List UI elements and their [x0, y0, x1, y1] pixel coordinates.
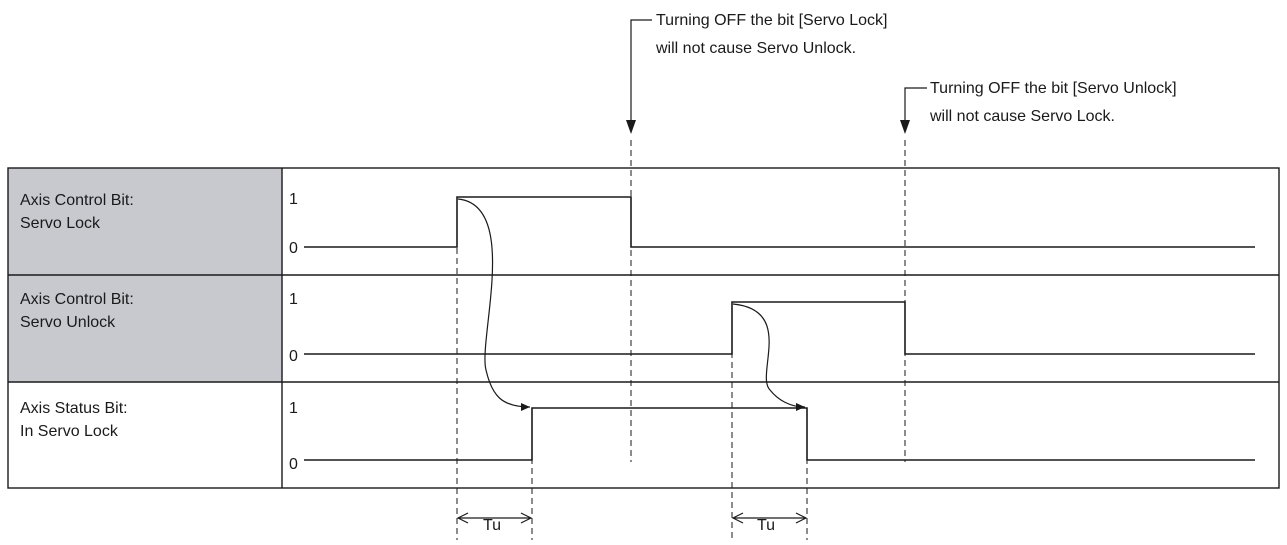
- note-servo-lock-off: Turning OFF the bit [Servo Lock] will no…: [626, 12, 888, 134]
- level-low-label: 0: [289, 456, 298, 473]
- row-label-cell: [8, 382, 282, 488]
- reference-lines: [456, 140, 906, 540]
- note-line-1: Turning OFF the bit [Servo Unlock]: [930, 80, 1177, 97]
- down-arrow-icon: [900, 120, 910, 134]
- delay-tu-second: Tu: [733, 517, 806, 534]
- in-servo-lock-waveform: [304, 407, 1255, 461]
- level-high-label: 1: [289, 291, 298, 308]
- note-line-1: Turning OFF the bit [Servo Lock]: [656, 12, 888, 29]
- servo-unlock-waveform: [304, 301, 1255, 355]
- note-leader-line: [630, 19, 652, 122]
- servo-lock-waveform: [304, 196, 1255, 248]
- row-in-servo-lock-label: Axis Status Bit: In Servo Lock: [20, 400, 128, 440]
- row-label-line-1: Axis Status Bit:: [20, 400, 128, 417]
- timing-table-grid: [7, 167, 1280, 489]
- row-label-line-2: In Servo Lock: [20, 423, 119, 440]
- level-low-label: 0: [289, 348, 298, 365]
- row-label-line-1: Axis Control Bit:: [20, 192, 134, 209]
- note-servo-unlock-off: Turning OFF the bit [Servo Unlock] will …: [900, 80, 1177, 134]
- servo-lock-cause-curve: [457, 198, 531, 411]
- note-leader-line: [904, 87, 927, 122]
- row-label-line-1: Axis Control Bit:: [20, 291, 134, 308]
- servo-unlock-cause-curve: [732, 303, 806, 411]
- note-line-2: will not cause Servo Unlock.: [655, 40, 856, 57]
- level-low-label: 0: [289, 240, 298, 257]
- row-label-cell: [8, 275, 282, 382]
- row-label-line-2: Servo Lock: [20, 215, 101, 232]
- delay-label: Tu: [483, 517, 501, 534]
- row-label-cell: [8, 168, 282, 275]
- level-high-label: 1: [289, 400, 298, 417]
- note-line-2: will not cause Servo Lock.: [929, 108, 1115, 125]
- row-label-line-2: Servo Unlock: [20, 314, 116, 331]
- row-servo-unlock-label: Axis Control Bit: Servo Unlock: [20, 291, 134, 331]
- level-high-label: 1: [289, 191, 298, 208]
- down-arrow-icon: [626, 120, 636, 134]
- delay-label: Tu: [757, 517, 775, 534]
- row-servo-lock-label: Axis Control Bit: Servo Lock: [20, 192, 134, 232]
- delay-tu-first: Tu: [458, 517, 531, 534]
